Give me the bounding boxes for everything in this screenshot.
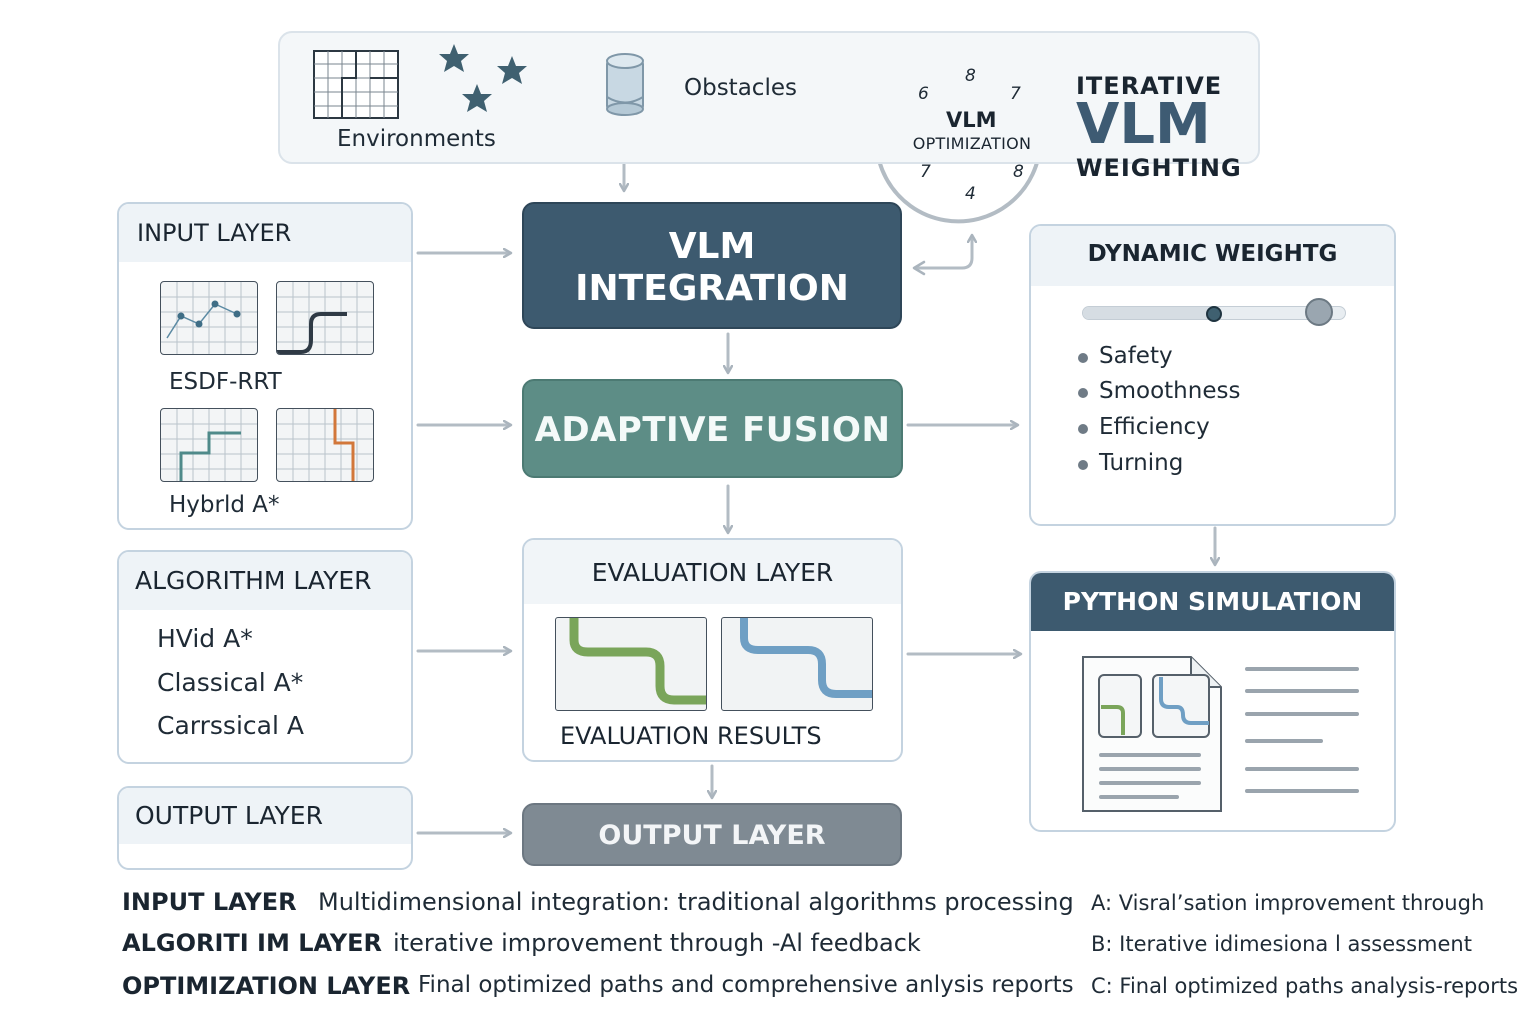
iterative-title-line2: VLM bbox=[1076, 92, 1211, 157]
python-simulation-header bbox=[1031, 573, 1394, 631]
esdf-scatter-thumbnail bbox=[160, 281, 258, 355]
cycle-number-4: 7 bbox=[920, 162, 931, 182]
evaluation-green-path-thumbnail bbox=[555, 617, 707, 711]
legend-note-c: C: Final optimized paths analysis-report… bbox=[1091, 974, 1519, 998]
evaluation-results-label: EVALUATION RESULTS bbox=[560, 722, 822, 750]
evaluation-layer-title: EVALUATION LAYER bbox=[591, 558, 834, 587]
input-layer-title: INPUT LAYER bbox=[137, 219, 292, 247]
legend-desc-input: Multidimensional integration: traditiona… bbox=[318, 888, 1074, 916]
report-text-lines-icon bbox=[1245, 667, 1359, 793]
cycle-number-2: 8 bbox=[965, 66, 976, 86]
bullet-icon bbox=[1078, 388, 1088, 398]
bullet-icon bbox=[1078, 424, 1088, 434]
cycle-number-6: 4 bbox=[965, 184, 976, 204]
report-document-icon bbox=[1082, 656, 1222, 812]
dynamic-weight-header bbox=[1031, 226, 1394, 286]
legend-key-optimization: OPTIMIZATION LAYER bbox=[122, 972, 411, 1000]
algorithm-layer-panel: ALGORITHM LAYER HVid A* Classical A* Car… bbox=[117, 550, 413, 764]
environment-banner bbox=[278, 31, 1260, 164]
input-layer-panel: INPUT LAYER ESDF-RRT Hybrld A* bbox=[117, 202, 413, 530]
cycle-number-5: 8 bbox=[1013, 162, 1024, 182]
algorithm-item-2: Classical A* bbox=[157, 668, 304, 697]
cylinder-obstacle-icon bbox=[606, 53, 644, 116]
evaluation-layer-panel: EVALUATION LAYER EVALUATION RESULTS bbox=[522, 538, 903, 762]
algo-label-esdf-rrt: ESDF-RRT bbox=[169, 369, 282, 395]
legend-desc-algorithm: iterative improvement through -Al feedba… bbox=[393, 929, 921, 957]
algorithm-layer-header bbox=[119, 552, 411, 610]
dynamic-weight-panel: DYNAMIC WEIGHTG Safety Smoothness Effici… bbox=[1029, 224, 1396, 526]
weight-item-turning: Turning bbox=[1099, 450, 1184, 476]
bullet-icon bbox=[1078, 460, 1088, 470]
algorithm-item-3: Carrssical A bbox=[157, 711, 304, 740]
output-layer-panel: OUTPUT LAYER bbox=[117, 786, 413, 870]
weight-item-smoothness: Smoothness bbox=[1099, 378, 1241, 404]
input-layer-header bbox=[119, 204, 411, 262]
python-simulation-panel: PYTHON SIMULATION bbox=[1029, 571, 1396, 832]
weight-item-efficiency: Efficiency bbox=[1099, 414, 1210, 440]
vlm-integration-line2: INTEGRATION bbox=[575, 268, 849, 309]
iterative-title-line3: WEIGHTING bbox=[1076, 154, 1242, 182]
star-obstacles-icon bbox=[439, 44, 527, 112]
weight-slider-end-handle[interactable] bbox=[1305, 298, 1333, 326]
output-layer-title: OUTPUT LAYER bbox=[135, 801, 323, 830]
weight-slider-fill bbox=[1083, 307, 1214, 319]
bullet-icon bbox=[1078, 353, 1088, 363]
evaluation-blue-path-thumbnail bbox=[721, 617, 873, 711]
cycle-number-1: 6 bbox=[918, 84, 929, 104]
iterative-title-line1: ITERATIVE bbox=[1076, 72, 1223, 100]
esdf-path-thumbnail bbox=[276, 281, 374, 355]
cycle-number-3: 7 bbox=[1010, 84, 1021, 104]
algorithm-layer-title: ALGORITHM LAYER bbox=[135, 566, 372, 595]
vlm-integration-line1: VLM bbox=[668, 226, 756, 267]
obstacles-label: Obstacles bbox=[684, 75, 797, 101]
weight-slider-knob[interactable] bbox=[1206, 306, 1222, 322]
hybrid-orange-path-thumbnail bbox=[276, 408, 374, 482]
hybrid-path-thumbnail bbox=[160, 408, 258, 482]
environments-label: Environments bbox=[337, 126, 496, 152]
legend-note-a: A: Visral’sation improvement through bbox=[1091, 891, 1485, 915]
vlm-integration-box: VLM INTEGRATION bbox=[522, 202, 902, 329]
output-layer-box: OUTPUT LAYER bbox=[522, 803, 902, 866]
adaptive-fusion-label: ADAPTIVE FUSION bbox=[534, 410, 891, 450]
algo-label-hybrid-a: Hybrld A* bbox=[169, 492, 280, 518]
adaptive-fusion-box: ADAPTIVE FUSION bbox=[522, 379, 903, 478]
evaluation-layer-header bbox=[524, 540, 901, 604]
legend-key-input: INPUT LAYER bbox=[122, 888, 297, 916]
python-simulation-title: PYTHON SIMULATION bbox=[1062, 587, 1363, 616]
arrow-vlm-cycle-loop bbox=[916, 236, 972, 270]
legend-note-b: B: Iterative idimesiona l assessment bbox=[1091, 932, 1472, 956]
cycle-title: VLM bbox=[946, 108, 997, 132]
dynamic-weight-title: DYNAMIC WEIGHTG bbox=[1087, 241, 1338, 267]
weight-item-safety: Safety bbox=[1099, 343, 1173, 369]
legend-desc-optimization: Final optimized paths and comprehensive … bbox=[418, 972, 1074, 998]
output-layer-header bbox=[119, 788, 411, 844]
output-layer-box-label: OUTPUT LAYER bbox=[598, 820, 826, 851]
grid-map-icon bbox=[313, 50, 399, 119]
algorithm-item-1: HVid A* bbox=[157, 624, 253, 653]
legend-key-algorithm: ALGORITI IM LAYER bbox=[122, 929, 383, 957]
cycle-subtitle: OPTIMIZATION bbox=[912, 134, 1032, 153]
